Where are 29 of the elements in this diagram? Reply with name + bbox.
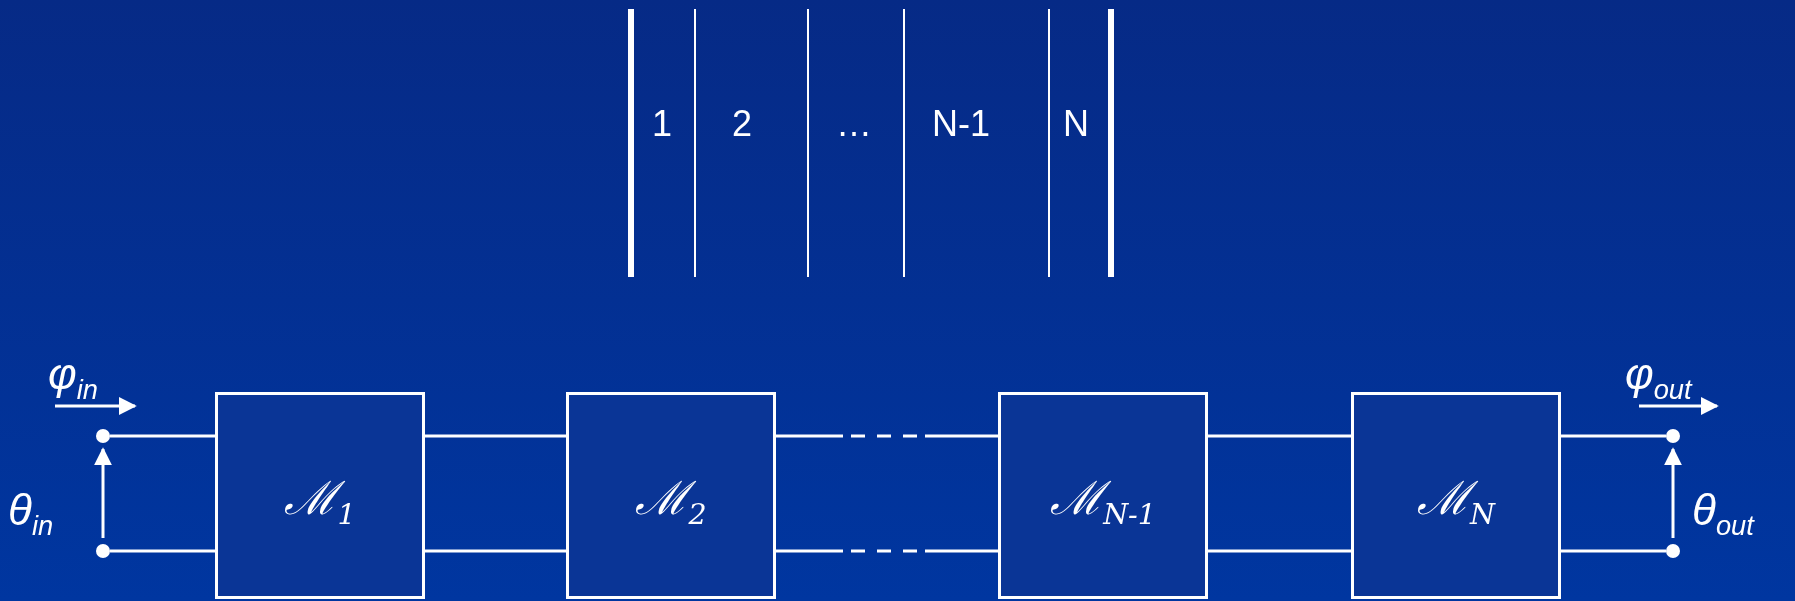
terminal-dot xyxy=(96,429,110,443)
connecting-wire xyxy=(425,549,566,553)
connecting-wire xyxy=(776,434,998,438)
layer-number: … xyxy=(836,106,872,142)
terminal-dot xyxy=(1666,544,1680,558)
connecting-wire xyxy=(1561,549,1666,553)
connecting-wire xyxy=(110,434,215,438)
terminal-dot xyxy=(1666,429,1680,443)
connecting-wire xyxy=(1664,447,1682,538)
connecting-wire xyxy=(1208,434,1351,438)
connecting-wire xyxy=(94,447,112,538)
matrix-block xyxy=(566,392,776,599)
matrix-block xyxy=(215,392,425,599)
connecting-wire xyxy=(1561,434,1666,438)
layer-number: N xyxy=(1063,106,1089,142)
layer-number: 2 xyxy=(732,106,753,142)
layer-number: N-1 xyxy=(932,106,990,142)
block-symbol: ℳ$_{1}$ xyxy=(284,469,356,527)
block-symbol: ℳ$_{2}$ xyxy=(635,469,707,527)
block-symbol: ℳ$_{N}$ xyxy=(1417,469,1495,527)
matrix-block xyxy=(998,392,1208,599)
connecting-wire xyxy=(425,434,566,438)
terminal-dot xyxy=(96,544,110,558)
matrix-block xyxy=(1351,392,1561,599)
connecting-wire xyxy=(110,549,215,553)
layer-number: 1 xyxy=(652,106,673,142)
block-symbol: ℳ$_{N-1}$ xyxy=(1050,469,1156,527)
connecting-wire xyxy=(1208,549,1351,553)
connecting-wire xyxy=(776,549,998,553)
